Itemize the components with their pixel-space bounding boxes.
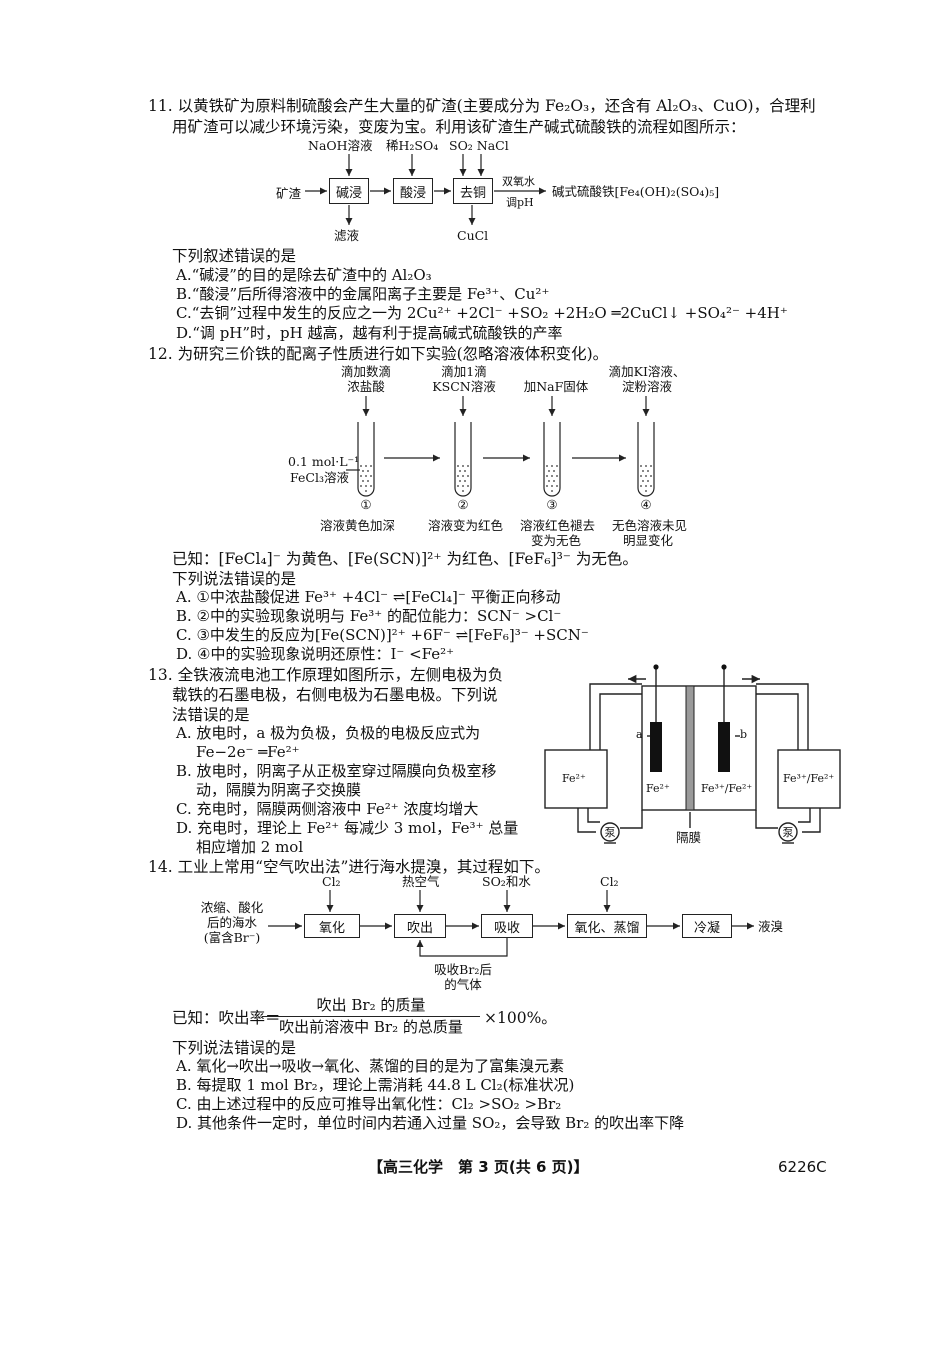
q12-add2b: KSCN溶液 <box>432 379 496 394</box>
q12-obs4a: 无色溶液未见 <box>612 518 688 533</box>
q11-reagent-naoh: NaOH溶液 <box>308 138 373 153</box>
q14-start-3: (富含Br⁻) <box>203 930 261 945</box>
q14-fraction-denominator: 吹出前溶液中 Br₂ 的总质量 <box>279 1018 463 1036</box>
q14-option-c: C. 由上述过程中的反应可推导出氧化性：Cl₂ >SO₂ >Br₂ <box>176 1095 562 1113</box>
q12-conc1: 0.1 mol·L⁻¹ <box>288 454 360 469</box>
q11-option-b: B.“酸浸”后所得溶液中的金属阳离子主要是 Fe³⁺、Cu²⁺ <box>176 285 550 303</box>
q13-option-d-1: D. 充电时，理论上 Fe²⁺ 每减少 3 mol，Fe³⁺ 总量 <box>176 819 519 837</box>
q14-reagent-so2-water: SO₂和水 <box>482 874 531 889</box>
q13-right-tank-label: Fe³⁺/Fe²⁺ <box>783 772 835 785</box>
q12-obs1: 溶液黄色加深 <box>320 518 396 533</box>
paper-code: 6226C <box>778 1158 827 1176</box>
q13-left-tank-label: Fe²⁺ <box>562 772 586 785</box>
q12-add3: 加NaF固体 <box>523 379 589 394</box>
q14-fraction-bar <box>262 1016 480 1017</box>
q12-obs3a: 溶液红色褪去 <box>520 518 596 533</box>
q12-line1: 12. 为研究三价铁的配离子性质进行如下实验(忽略溶液体积变化)。 <box>148 345 609 363</box>
q12-option-c: C. ③中发生的反应为[Fe(SCN)]²⁺ +6F⁻ ⇌[FeF₆]³⁻ +S… <box>176 626 589 644</box>
q12-tube-3-number: ③ <box>546 497 558 512</box>
q12-add4a: 滴加KI溶液、 <box>608 364 686 379</box>
q14-box-absorption: 吸收 <box>481 914 533 938</box>
q14-option-d: D. 其他条件一定时，单位时间内若通入过量 SO₂，会导致 Br₂ 的吹出率下降 <box>176 1114 685 1132</box>
q14-product: 液溴 <box>758 919 784 934</box>
q12-option-b: B. ②中的实验现象说明与 Fe³⁺ 的配位能力：SCN⁻ >Cl⁻ <box>176 607 562 625</box>
q11-arrow-bottom-label: 调pH <box>506 196 534 209</box>
q14-stem: 下列说法错误的是 <box>172 1039 297 1057</box>
q13-line1: 13. 全铁液流电池工作原理如图所示，左侧电极为负 <box>148 666 504 684</box>
q12-obs2: 溶液变为红色 <box>428 518 504 533</box>
q13-left-pump-label: 泵 <box>604 826 616 839</box>
q12-option-a: A. ①中浓盐酸促进 Fe³⁺ +4Cl⁻ ⇌[FeCl₄]⁻ 平衡正向移动 <box>176 588 561 606</box>
q14-recycle-1: 吸收Br₂后 <box>434 962 492 977</box>
q13-membrane-label: 隔膜 <box>676 830 702 845</box>
q12-add1a: 滴加数滴 <box>340 364 391 379</box>
q14-recycle-2: 的气体 <box>444 977 482 992</box>
q11-box-remove-copper: 去铜 <box>453 178 493 204</box>
q13-option-a-1: A. 放电时，a 极为负极，负极的电极反应式为 <box>176 724 481 742</box>
q14-fraction-numerator: 吹出 Br₂ 的质量 <box>316 996 426 1014</box>
q14-known-prefix: 已知：吹出率＝ <box>172 1009 281 1027</box>
q12-conc2: FeCl₃溶液 <box>290 470 349 485</box>
q13-option-a-2: Fe−2e⁻ ═Fe²⁺ <box>196 743 300 761</box>
q11-out-cucl: CuCl <box>457 228 489 243</box>
q11-reagent-so2: SO₂ NaCl <box>449 138 509 153</box>
q11-stem: 下列叙述错误的是 <box>172 247 297 265</box>
q13-left-cell-label: Fe²⁺ <box>646 782 670 795</box>
q14-line1: 14. 工业上常用“空气吹出法”进行海水提溴，其过程如下。 <box>148 858 550 876</box>
q11-option-c: C.“去铜”过程中发生的反应之一为 2Cu²⁺ +2Cl⁻ +SO₂ +2H₂O… <box>176 304 788 322</box>
q12-option-d: D. ④中的实验现象说明还原性：I⁻ <Fe²⁺ <box>176 645 455 663</box>
q12-known: 已知：[FeCl₄]⁻ 为黄色、[Fe(SCN)]²⁺ 为红色、[FeF₆]³⁻… <box>172 550 638 568</box>
q13-option-d-2: 相应增加 2 mol <box>196 838 304 856</box>
q14-box-condense: 冷凝 <box>682 914 732 938</box>
q13-right-pump-label: 泵 <box>782 826 794 839</box>
q11-box-acid-leach: 酸浸 <box>393 178 433 204</box>
q13-line3: 法错误的是 <box>172 706 250 724</box>
q12-add1b: 浓盐酸 <box>347 379 385 394</box>
q11-option-d: D.“调 pH”时，pH 越高，越有利于提高碱式硫酸铁的产率 <box>176 324 563 342</box>
q13-option-c: C. 充电时，隔膜两侧溶液中 Fe²⁺ 浓度均增大 <box>176 800 479 818</box>
q14-start-1: 浓缩、酸化 <box>200 900 264 915</box>
q14-reagent-cl2-2: Cl₂ <box>600 874 619 889</box>
q12-tube-2-number: ② <box>457 497 469 512</box>
q12-add2a: 滴加1滴 <box>441 364 487 379</box>
q14-option-b: B. 每提取 1 mol Br₂，理论上需消耗 44.8 L Cl₂(标准状况) <box>176 1076 575 1094</box>
q11-arrow-top-label: 双氧水 <box>502 175 535 188</box>
q14-option-a: A. 氧化→吹出→吸收→氧化、蒸馏的目的是为了富集溴元素 <box>176 1057 565 1075</box>
q13-option-b-1: B. 放电时，阴离子从正极室穿过隔膜向负极室移 <box>176 762 497 780</box>
q11-out-filtrate: 滤液 <box>334 228 360 243</box>
q14-reagent-hot-air: 热空气 <box>402 874 440 889</box>
q14-reagent-cl2-1: Cl₂ <box>322 874 341 889</box>
q13-electrode-b-label: b <box>740 728 748 741</box>
q12-tube-1-number: ① <box>360 497 372 512</box>
page-footer: 【高三化学 第 3 页(共 6 页)】 <box>368 1158 589 1176</box>
q11-reagent-h2so4: 稀H₂SO₄ <box>386 138 439 153</box>
q14-known-suffix: ×100%。 <box>484 1009 557 1027</box>
q14-box-oxidation: 氧化 <box>304 914 360 938</box>
q13-right-cell-label: Fe³⁺/Fe²⁺ <box>701 782 753 795</box>
q12-add4b: 淀粉溶液 <box>621 379 672 394</box>
q13-option-b-2: 动，隔膜为阴离子交换膜 <box>196 781 362 799</box>
q12-tube-4-number: ④ <box>640 497 652 512</box>
q14-box-oxidation-distill: 氧化、蒸馏 <box>567 914 647 938</box>
q12-obs3b: 变为无色 <box>530 533 581 548</box>
q14-start-2: 后的海水 <box>206 915 257 930</box>
q12-stem: 下列说法错误的是 <box>172 570 297 588</box>
q11-start: 矿渣 <box>276 186 302 201</box>
q11-option-a: A.“碱浸”的目的是除去矿渣中的 Al₂O₃ <box>176 266 432 284</box>
q11-line2: 用矿渣可以减少环境污染，变废为宝。利用该矿渣生产碱式硫酸铁的流程如图所示： <box>172 118 746 136</box>
q12-obs4b: 明显变化 <box>622 533 673 548</box>
q13-line2: 载铁的石墨电极，右侧电极为石墨电极。下列说 <box>172 686 498 704</box>
q11-box-alkali-leach: 碱浸 <box>329 178 369 204</box>
q13-electrode-a-label: a <box>636 728 643 741</box>
q11-product: 碱式硫酸铁[Fe₄(OH)₂(SO₄)₅] <box>552 184 720 199</box>
q11-line1: 11. 以黄铁矿为原料制硫酸会产生大量的矿渣(主要成分为 Fe₂O₃，还含有 A… <box>148 97 816 115</box>
q14-box-blow-out: 吹出 <box>394 914 446 938</box>
